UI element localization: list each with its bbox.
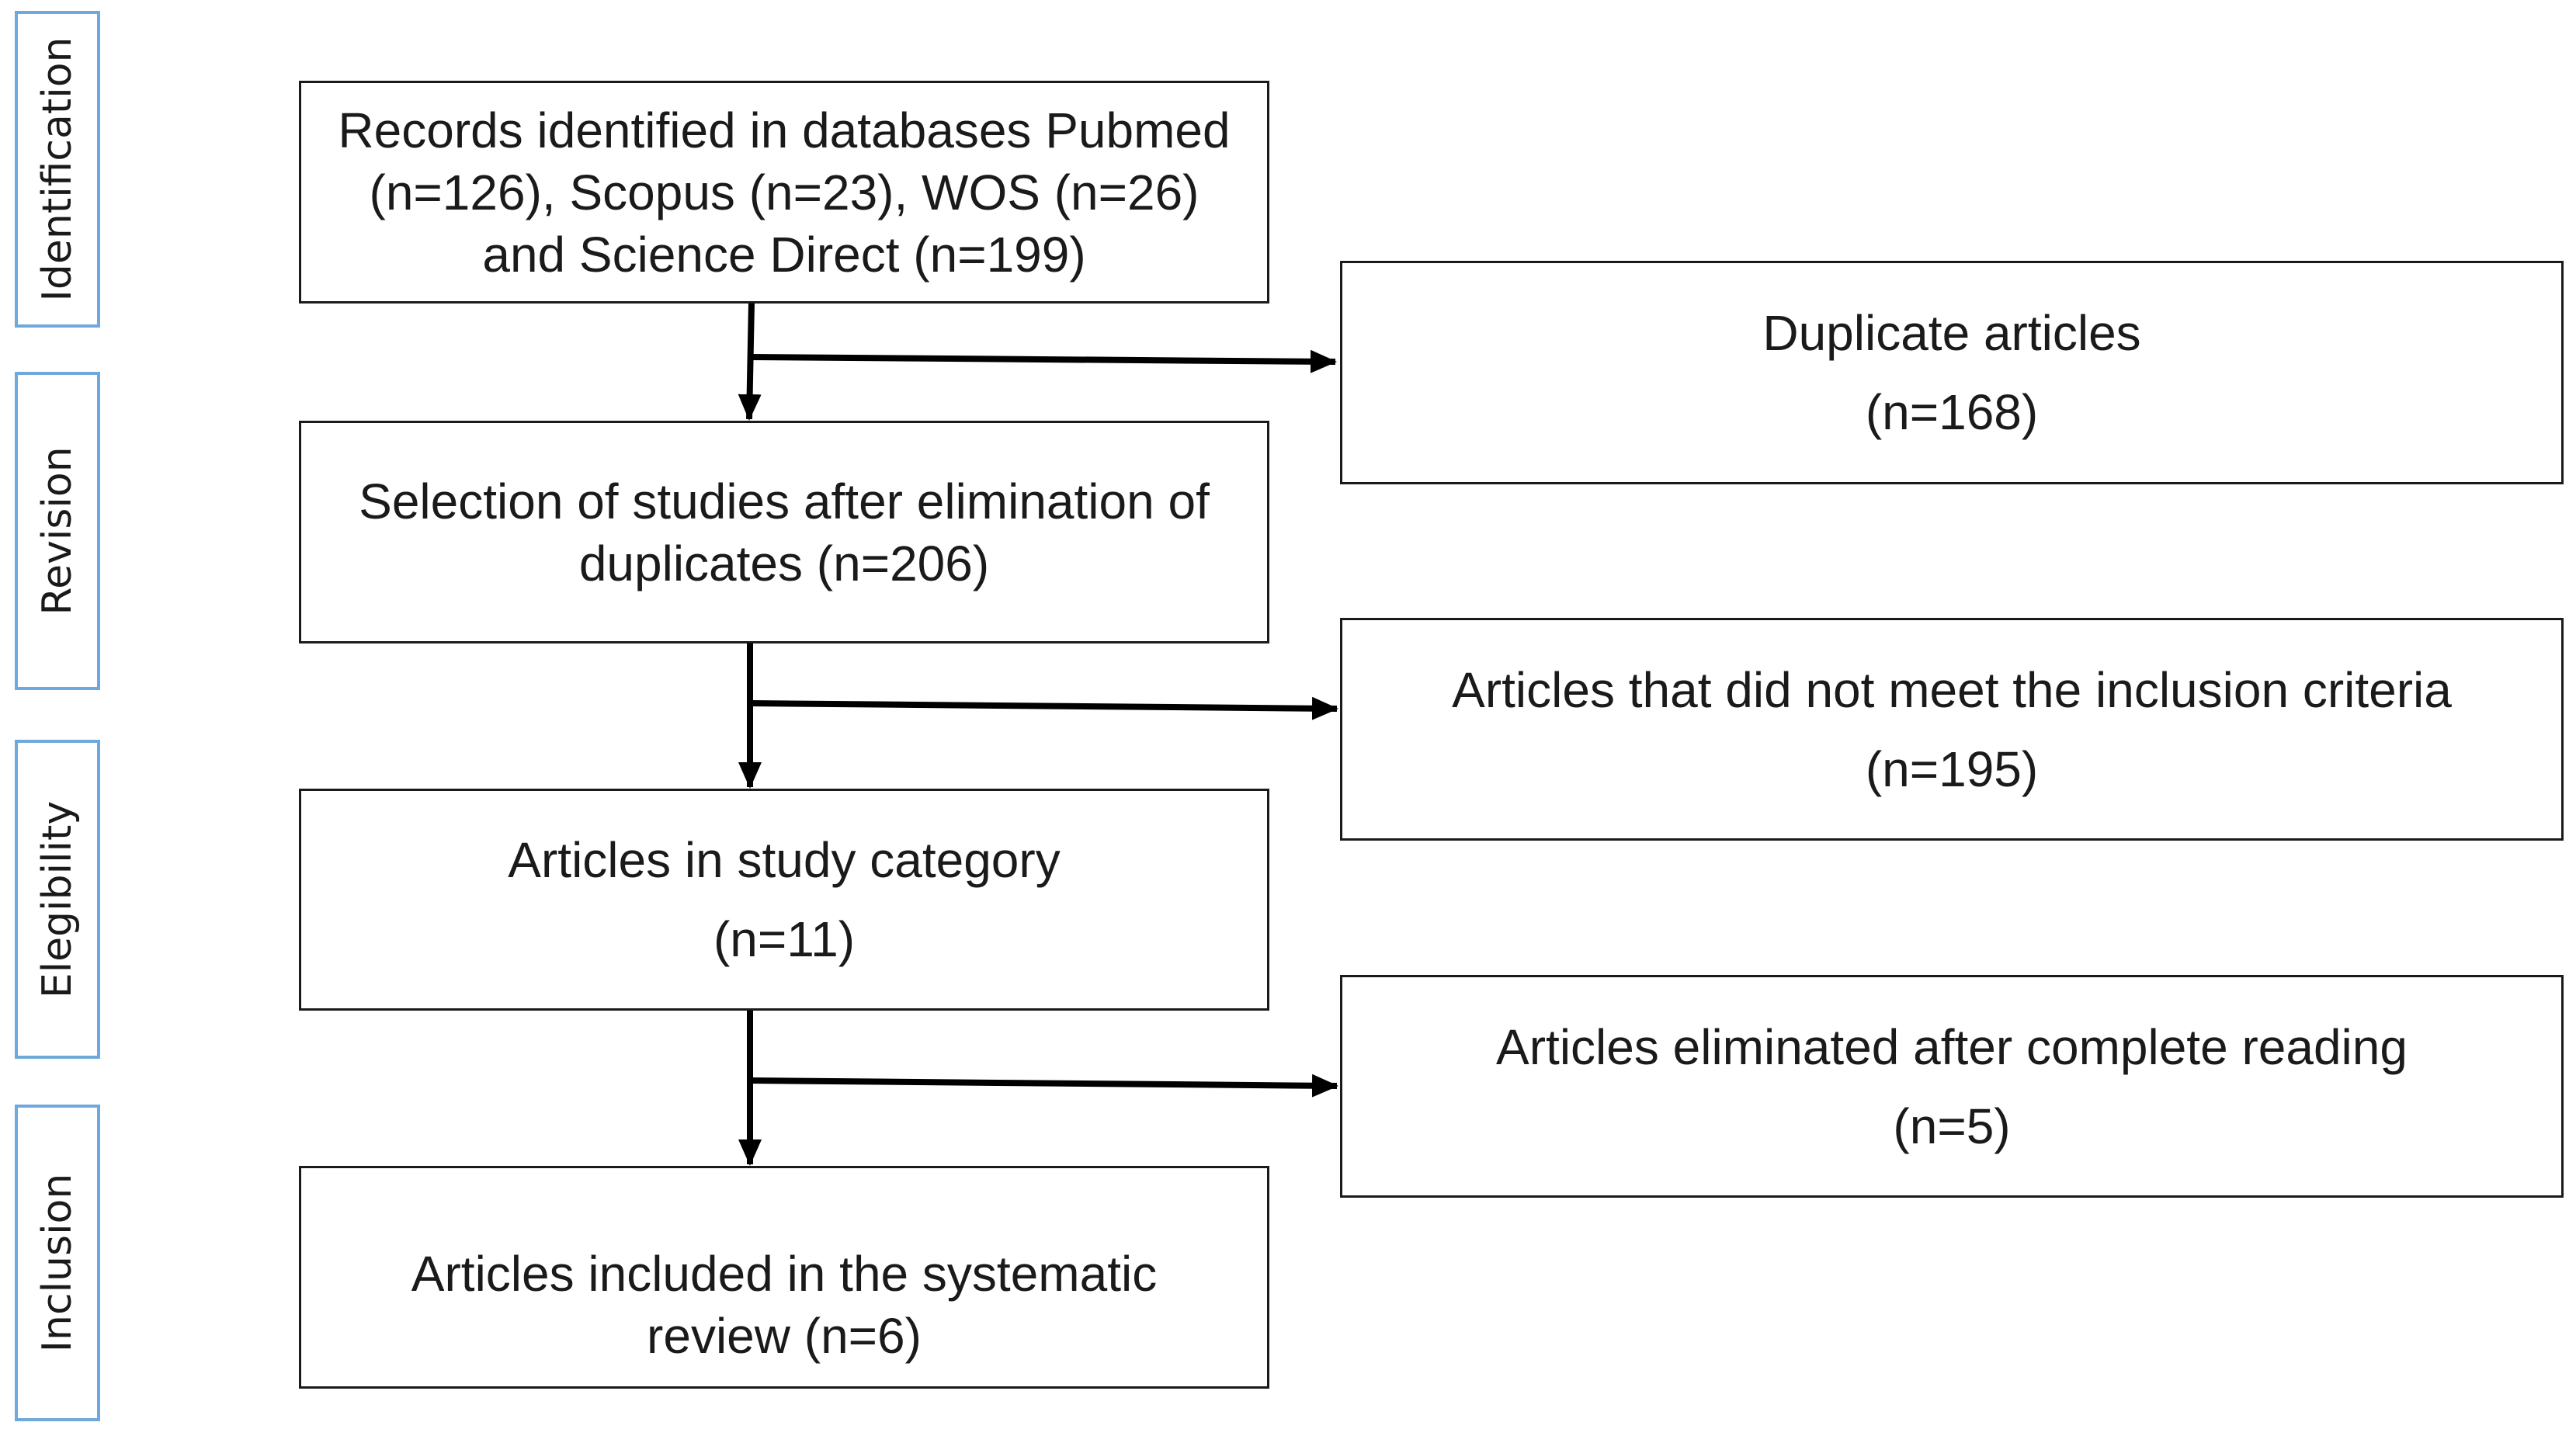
selection-box: Selection of studies after elimination o…	[299, 421, 1269, 643]
eliminated-line-1: Articles eliminated after complete readi…	[1496, 1018, 2408, 1075]
included-line-2: review (n=6)	[647, 1307, 922, 1364]
selection-line-2: duplicates (n=206)	[578, 535, 990, 591]
criteria-line-1: Articles that did not meet the inclusion…	[1452, 661, 2452, 718]
selection-line-1: Selection of studies after elimination o…	[359, 473, 1210, 529]
records-line-3: and Science Direct (n=199)	[482, 226, 1086, 283]
stage-inclusion: Inclusion	[15, 1105, 100, 1421]
records-identified-box: Records identified in databases Pubmed (…	[299, 81, 1269, 304]
category-line-2: (n=11)	[713, 911, 856, 967]
records-line-1: Records identified in databases Pubmed	[338, 102, 1231, 158]
stage-identification: Identification	[15, 11, 100, 328]
stage-elegibility: Elegibility	[15, 740, 100, 1059]
arrow-to-duplicates	[749, 349, 1337, 373]
included-line-1: Articles included in the systematic	[411, 1245, 1158, 1302]
arrow-records-to-selection	[738, 302, 762, 421]
eliminated-line-2: (n=5)	[1893, 1098, 2011, 1154]
inclusion-criteria-box: Articles that did not meet the inclusion…	[1340, 618, 2564, 841]
duplicates-line-2: (n=168)	[1865, 384, 2039, 440]
arrow-to-criteria	[749, 696, 1338, 720]
stage-revision: Revision	[15, 372, 100, 690]
study-category-box: Articles in study category (n=11)	[299, 789, 1269, 1011]
duplicates-line-1: Duplicate articles	[1762, 305, 2141, 361]
arrow-to-eliminated	[749, 1074, 1338, 1098]
duplicate-articles-box: Duplicate articles (n=168)	[1340, 261, 2564, 484]
category-line-1: Articles in study category	[508, 832, 1061, 888]
eliminated-box: Articles eliminated after complete readi…	[1340, 975, 2564, 1198]
records-line-2: (n=126), Scopus (n=23), WOS (n=26)	[369, 164, 1199, 220]
criteria-line-2: (n=195)	[1865, 741, 2039, 797]
included-box: Articles included in the systematic revi…	[299, 1166, 1269, 1389]
